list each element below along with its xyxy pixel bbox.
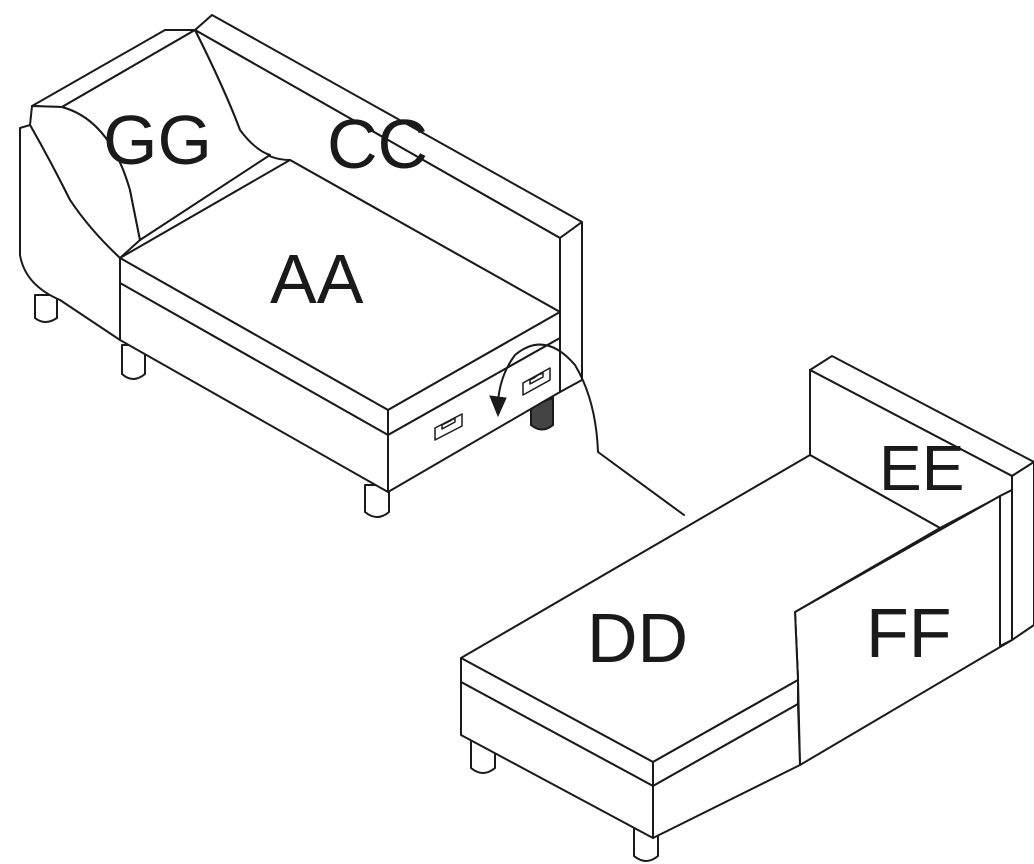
label-aa: AA [270,240,364,318]
right-side-edge [999,489,1013,647]
left-brackets [434,367,551,441]
right-module [460,355,1034,862]
label-ff: FF [866,594,952,672]
right-seat [460,454,941,839]
arrow-head-icon [489,395,507,418]
label-cc: CC [327,105,428,183]
rotation-arrow-path [497,343,685,516]
left-seat [119,159,561,493]
left-backrest-panel [194,14,583,393]
label-gg: GG [103,101,212,179]
left-module [19,14,583,518]
right-backrest-end [1011,461,1034,641]
label-dd: DD [587,599,688,677]
leg-front-left [121,344,146,380]
left-armrest [19,29,271,341]
armrest-inner [61,29,271,241]
leg-front-right [364,484,390,518]
backrest-end-face [559,221,583,393]
rotation-arrow [489,343,685,516]
seat-base-side [387,337,561,493]
bracket-2-hook [529,372,544,385]
leg-back-left [34,294,58,323]
armrest-outer-side [19,124,121,341]
right-seat-base-side [652,703,801,839]
bracket-1-hook [441,417,456,430]
label-ee: EE [879,432,964,504]
